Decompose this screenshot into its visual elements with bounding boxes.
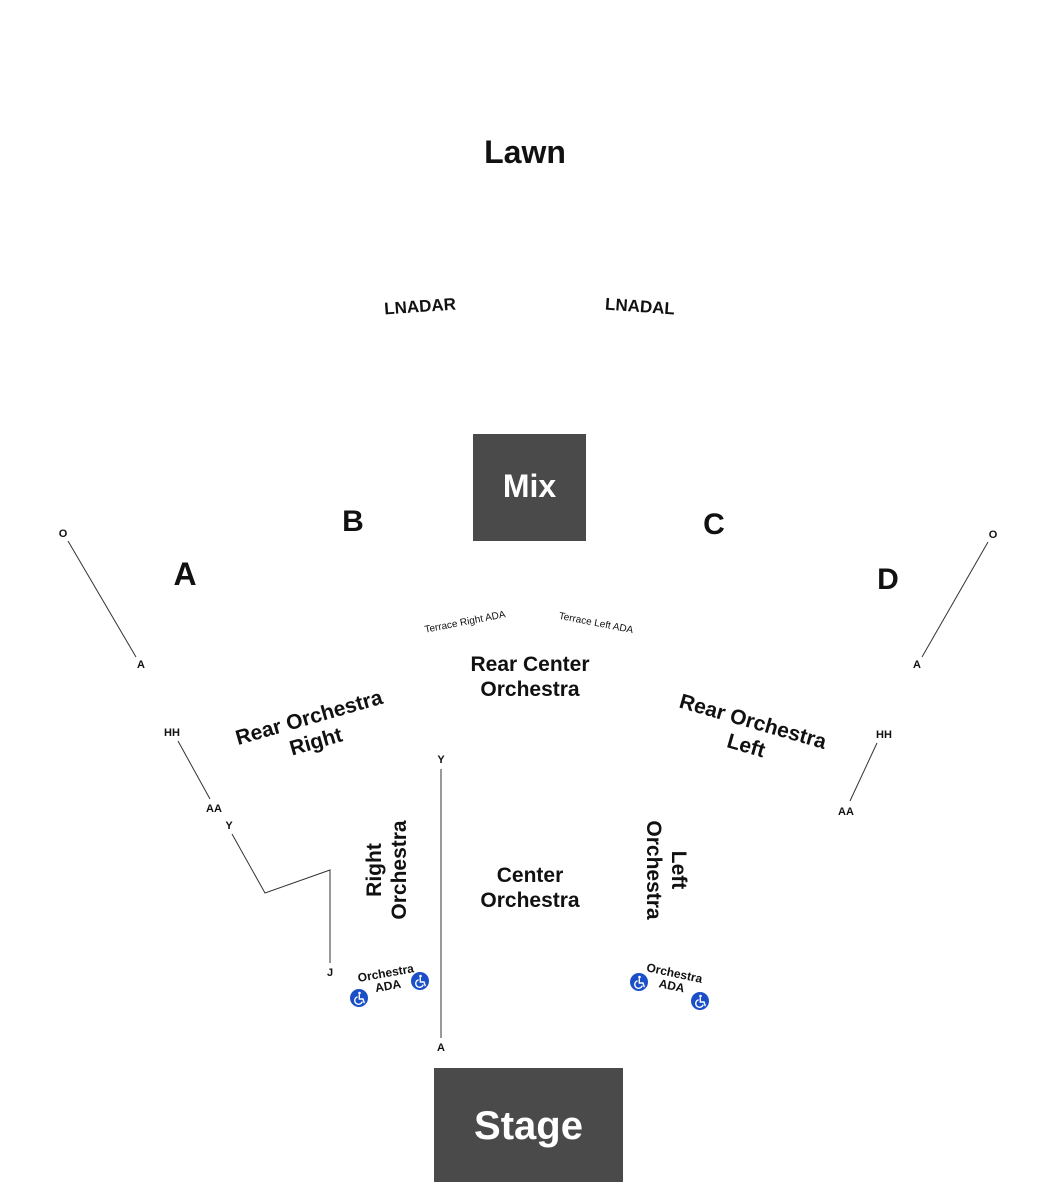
- section-lawn[interactable]: Lawn: [484, 134, 566, 170]
- section-label-line: Right: [363, 843, 386, 897]
- row-line-rear-orchestra-right: [177, 740, 211, 800]
- wheelchair-icon: [411, 972, 429, 990]
- row-line-rear-orchestra-left: [849, 742, 878, 802]
- section-terrace-right-ada[interactable]: Terrace Right ADA: [424, 609, 507, 636]
- section-terrace-left-ada[interactable]: Terrace Left ADA: [558, 611, 635, 636]
- section-lnadar[interactable]: LNADAR: [384, 295, 457, 319]
- stage-label: Stage: [474, 1104, 583, 1148]
- section-label-line: Orchestra: [388, 820, 411, 920]
- section-b[interactable]: B: [342, 505, 364, 538]
- wheelchair-icon: [691, 992, 709, 1010]
- row-label: Y: [437, 754, 445, 766]
- section-a[interactable]: A: [173, 556, 196, 592]
- mix-booth-label: Mix: [503, 468, 557, 504]
- stage-block: [434, 1068, 623, 1182]
- section-label-line: ADA: [374, 977, 402, 995]
- row-label: AA: [838, 806, 854, 818]
- section-orchestra-ada-left[interactable]: Orchestra ADA: [643, 960, 704, 998]
- section-right-orchestra[interactable]: Right Orchestra: [363, 820, 411, 920]
- row-label: AA: [206, 803, 222, 815]
- section-label-line: Orchestra: [480, 678, 580, 701]
- row-label: Y: [225, 820, 233, 832]
- wheelchair-icon: [630, 973, 648, 991]
- section-rear-center-orchestra[interactable]: Rear Center Orchestra: [470, 653, 589, 701]
- row-label: A: [437, 1042, 445, 1054]
- section-label-line: ADA: [658, 976, 687, 995]
- section-rear-orchestra-right[interactable]: Rear Orchestra Right: [233, 686, 392, 774]
- stage: Stage: [434, 1068, 623, 1182]
- section-d[interactable]: D: [877, 563, 899, 596]
- section-c[interactable]: C: [703, 508, 725, 541]
- row-label: O: [59, 528, 68, 540]
- section-label-line: Center: [497, 864, 564, 887]
- section-label-line: Rear Center: [470, 653, 589, 676]
- row-label: O: [989, 529, 998, 541]
- row-label: A: [913, 659, 921, 671]
- row-line-section-d: [921, 541, 989, 658]
- row-label: HH: [876, 729, 892, 741]
- mix-booth: Mix: [473, 434, 586, 541]
- row-label: A: [137, 659, 145, 671]
- section-lnadal[interactable]: LNADAL: [604, 295, 675, 319]
- row-label: J: [327, 967, 333, 979]
- section-center-orchestra[interactable]: Center Orchestra: [480, 864, 580, 912]
- section-label-line: Orchestra: [642, 820, 665, 920]
- section-label-line: Orchestra: [480, 889, 580, 912]
- row-label: HH: [164, 727, 180, 739]
- row-line-section-a: [67, 540, 137, 658]
- section-label-line: Left: [667, 851, 690, 890]
- section-rear-orchestra-left[interactable]: Rear Orchestra Left: [670, 690, 830, 778]
- wheelchair-icon: [350, 989, 368, 1007]
- mix-booth-block: [473, 434, 586, 541]
- row-line-right-orchestra: [231, 833, 331, 963]
- section-left-orchestra[interactable]: Left Orchestra: [642, 820, 690, 920]
